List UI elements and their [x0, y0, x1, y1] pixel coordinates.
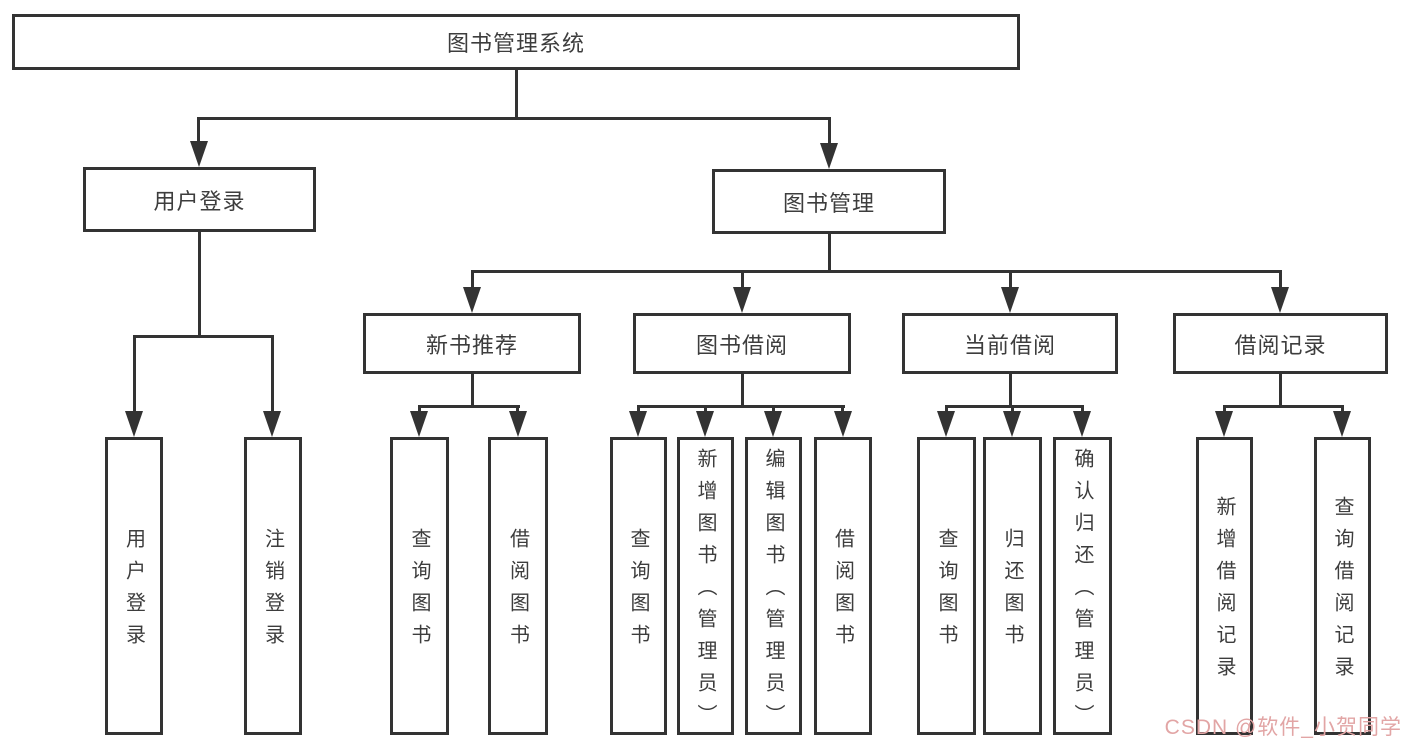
arrow-down-icon: [1003, 411, 1021, 437]
connector-line: [515, 70, 518, 119]
connector-line: [945, 405, 948, 414]
leaf-record-add-record: 新增借阅记录: [1196, 437, 1253, 735]
arrow-down-icon: [410, 411, 428, 437]
connector-line: [1011, 405, 1014, 414]
node-book-borrow-label: 图书借阅: [695, 332, 788, 358]
leaf-borrow-query-book: 查询图书: [610, 437, 667, 735]
connector-line: [704, 405, 707, 414]
leaf-borrow-add-book-admin: 新增图书（管理员）: [677, 437, 734, 736]
connector-line: [198, 232, 201, 337]
connector-line: [418, 405, 421, 414]
arrow-down-icon: [190, 141, 208, 167]
arrow-down-icon: [696, 411, 714, 437]
arrow-down-icon: [1001, 287, 1019, 313]
leaf-current-return-book-label: 归还图书: [1001, 528, 1023, 656]
arrow-down-icon: [509, 411, 527, 437]
connector-line: [133, 335, 274, 338]
arrow-down-icon: [937, 411, 955, 437]
leaf-current-return-book: 归还图书: [983, 437, 1042, 735]
connector-line: [1223, 405, 1226, 414]
leaf-record-query-record-label: 查询借阅记录: [1331, 496, 1353, 688]
leaf-record-query-record: 查询借阅记录: [1314, 437, 1371, 735]
leaf-current-query-book-label: 查询图书: [935, 528, 957, 656]
connector-line: [516, 405, 519, 414]
leaf-logout-label: 注销登录: [261, 528, 284, 656]
connector-line: [772, 405, 775, 414]
node-new-book-recommend: 新书推荐: [363, 313, 581, 374]
connector-line: [637, 405, 845, 408]
leaf-borrow-edit-book-admin: 编辑图书（管理员）: [745, 437, 802, 736]
node-book-borrow: 图书借阅: [633, 313, 851, 374]
connector-line: [828, 234, 831, 272]
connector-line: [471, 270, 1282, 273]
connector-line: [1009, 374, 1012, 407]
connector-line: [471, 270, 474, 289]
connector-line: [271, 335, 274, 413]
node-new-book-recommend-label: 新书推荐: [425, 332, 518, 358]
arrow-down-icon: [834, 411, 852, 437]
node-user-login: 用户登录: [83, 167, 316, 232]
arrow-down-icon: [733, 287, 751, 313]
arrow-down-icon: [1073, 411, 1091, 437]
node-book-management: 图书管理: [712, 169, 946, 234]
connector-line: [828, 117, 831, 145]
connector-line: [1223, 405, 1344, 408]
leaf-borrow-add-book-admin-label: 新增图书（管理员）: [694, 448, 716, 736]
connector-line: [1279, 374, 1282, 407]
connector-line: [1009, 270, 1012, 289]
connector-line: [741, 374, 744, 407]
node-root-label: 图书管理系统: [446, 31, 585, 56]
connector-line: [1341, 405, 1344, 414]
arrow-down-icon: [1333, 411, 1351, 437]
leaf-current-confirm-return-admin: 确认归还（管理员）: [1053, 437, 1112, 736]
connector-line: [197, 117, 200, 145]
connector-line: [1279, 270, 1282, 289]
leaf-record-add-record-label: 新增借阅记录: [1213, 496, 1235, 688]
leaf-borrow-query-book-label: 查询图书: [627, 528, 649, 656]
leaf-user-login-label: 用户登录: [122, 528, 145, 656]
leaf-borrow-borrow-book: 借阅图书: [814, 437, 872, 735]
leaf-logout: 注销登录: [244, 437, 302, 735]
arrow-down-icon: [820, 143, 838, 169]
connector-line: [841, 405, 844, 414]
node-current-borrow-label: 当前借阅: [963, 332, 1056, 358]
arrow-down-icon: [263, 411, 281, 437]
connector-line: [945, 405, 1084, 408]
leaf-newbook-borrow-book: 借阅图书: [488, 437, 548, 735]
arrow-down-icon: [463, 287, 481, 313]
leaf-newbook-borrow-book-label: 借阅图书: [506, 528, 529, 656]
connector-line: [1081, 405, 1084, 414]
leaf-newbook-query-book: 查询图书: [390, 437, 449, 735]
arrow-down-icon: [1215, 411, 1233, 437]
connector-line: [133, 335, 136, 413]
leaf-newbook-query-book-label: 查询图书: [408, 528, 430, 656]
arrow-down-icon: [1271, 287, 1289, 313]
arrow-down-icon: [629, 411, 647, 437]
node-borrow-record-label: 借阅记录: [1234, 332, 1327, 358]
arrow-down-icon: [764, 411, 782, 437]
node-borrow-record: 借阅记录: [1173, 313, 1388, 374]
node-user-login-label: 用户登录: [153, 188, 246, 214]
leaf-borrow-edit-book-admin-label: 编辑图书（管理员）: [762, 448, 784, 736]
node-book-management-label: 图书管理: [782, 190, 875, 216]
leaf-user-login: 用户登录: [105, 437, 163, 735]
connector-line: [637, 405, 640, 414]
csdn-watermark: CSDN @软件_小贺同学: [1164, 716, 1402, 739]
node-root: 图书管理系统: [12, 14, 1020, 70]
leaf-current-query-book: 查询图书: [917, 437, 976, 735]
connector-line: [418, 405, 520, 408]
leaf-current-confirm-return-admin-label: 确认归还（管理员）: [1071, 448, 1093, 736]
node-current-borrow: 当前借阅: [902, 313, 1118, 374]
connector-line: [471, 374, 474, 407]
connector-line: [197, 117, 831, 120]
connector-line: [741, 270, 744, 289]
leaf-borrow-borrow-book-label: 借阅图书: [831, 528, 854, 656]
arrow-down-icon: [125, 411, 143, 437]
